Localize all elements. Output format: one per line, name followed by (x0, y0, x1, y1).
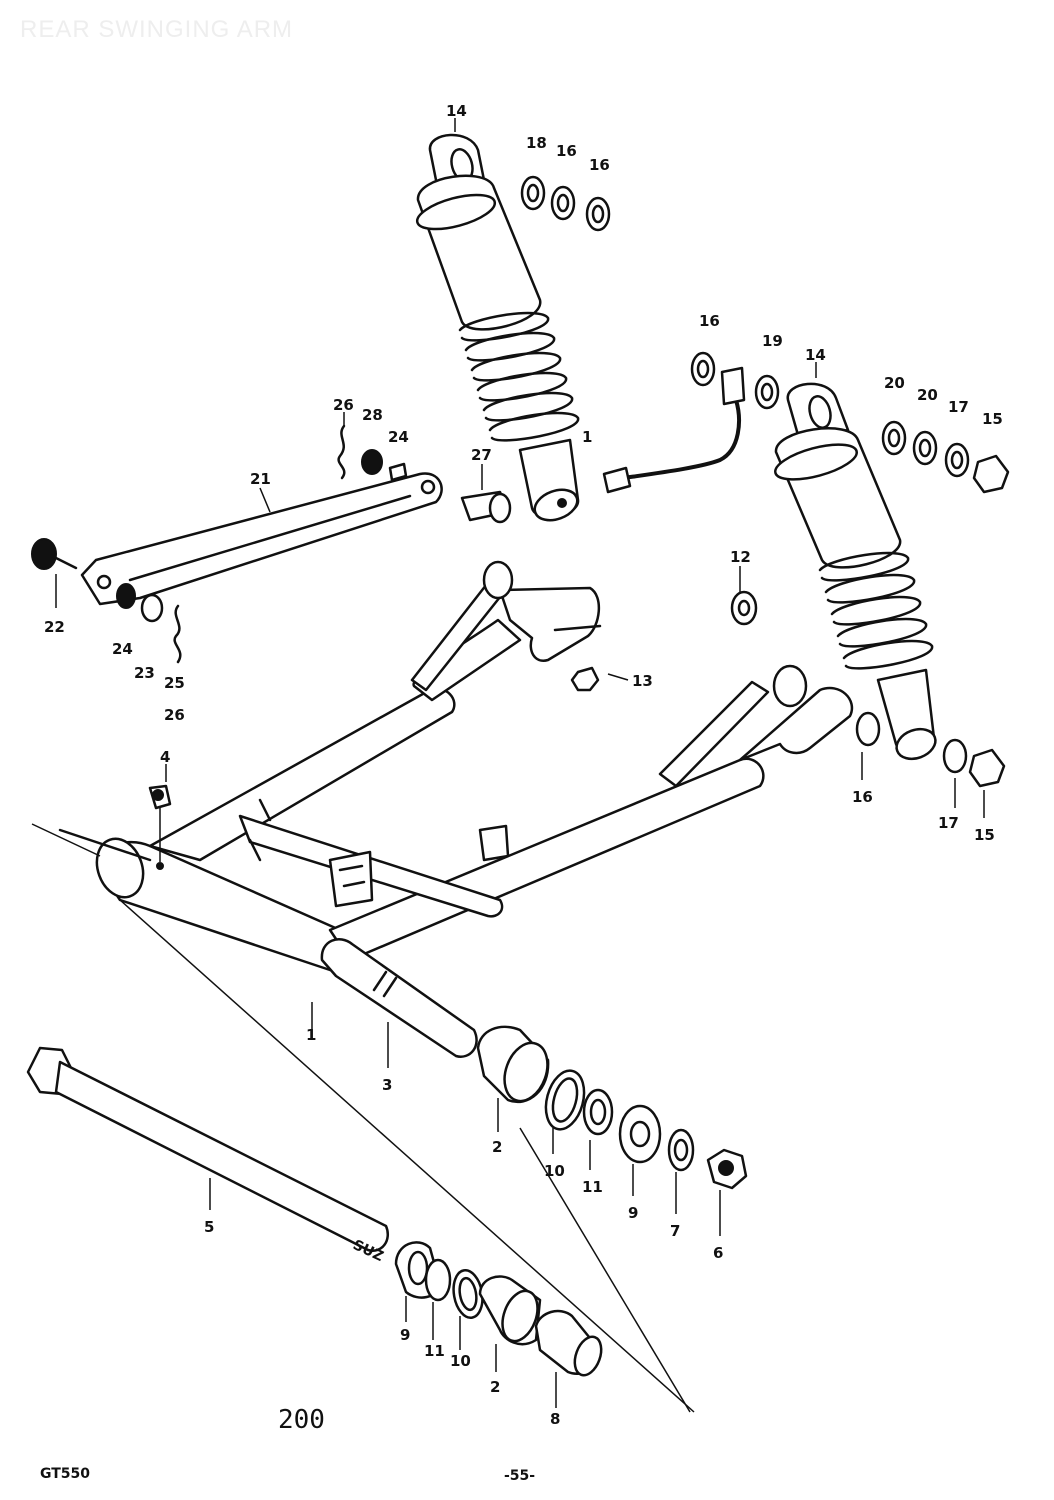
page-title: REAR SWINGING ARM (20, 16, 294, 43)
grease-nipple (148, 784, 172, 810)
callout-label: 18 (526, 134, 547, 152)
callout-label: 14 (805, 346, 826, 364)
left-shock-absorber (415, 133, 580, 522)
callout-label: 23 (134, 664, 155, 682)
callout-label: 27 (471, 446, 492, 464)
callout-label: 4 (160, 748, 170, 766)
callout-label: 16 (852, 788, 873, 806)
callout-label: 5 (204, 1218, 214, 1236)
pivot-shaft: SUZ (26, 1046, 389, 1265)
callout-label: 13 (632, 672, 653, 690)
callout-label: 15 (982, 410, 1003, 428)
callout-label: 8 (550, 1410, 560, 1428)
callout-label: 11 (424, 1342, 445, 1360)
axle-adjuster-parts (570, 590, 1006, 788)
callout-label: 1 (582, 428, 592, 446)
figure-number: 200 (278, 1405, 325, 1435)
callout-label: 16 (589, 156, 610, 174)
callout-label: 16 (699, 312, 720, 330)
model-code: GT550 (40, 1466, 90, 1482)
callout-label: 3 (382, 1076, 392, 1094)
torque-arm (31, 424, 512, 664)
callout-label: 26 (333, 396, 354, 414)
callout-label: 1 (306, 1026, 316, 1044)
callout-label: 20 (884, 374, 905, 392)
callout-label: 6 (713, 1244, 723, 1262)
callout-label: 19 (762, 332, 783, 350)
callout-label: 16 (556, 142, 577, 160)
callout-label: 10 (450, 1352, 471, 1370)
callout-label: 15 (974, 826, 995, 844)
callout-label: 9 (628, 1204, 638, 1222)
callout-label: 22 (44, 618, 65, 636)
callout-label: 17 (948, 398, 969, 416)
callout-label: 25 (164, 674, 185, 692)
callout-label: 10 (544, 1162, 565, 1180)
washer-group-upper-left (520, 175, 611, 232)
callout-label: 14 (446, 102, 467, 120)
callout-label: 11 (582, 1178, 603, 1196)
callout-label: 21 (250, 470, 271, 488)
leader-lines (55, 118, 985, 1408)
callout-label: 12 (730, 548, 751, 566)
callout-label: 17 (938, 814, 959, 832)
callout-label: 28 (362, 406, 383, 424)
page-number: -55- (504, 1468, 535, 1484)
callout-label: 2 (490, 1378, 500, 1396)
right-shock-absorber (774, 382, 937, 761)
swing-arm-frame (58, 560, 853, 972)
callout-label: 7 (670, 1222, 680, 1240)
lower-pivot-bushing-assembly (394, 1241, 603, 1377)
chain-guide-rod (602, 366, 746, 494)
callout-label: 20 (917, 386, 938, 404)
callout-label: 9 (400, 1326, 410, 1344)
callout-label: 2 (492, 1138, 502, 1156)
callout-label: 26 (164, 706, 185, 724)
callout-label: 24 (388, 428, 409, 446)
callout-label: 24 (112, 640, 133, 658)
washer-group-upper-right (690, 351, 1010, 494)
callout-labels: 14 18 16 16 16 19 14 20 20 17 15 26 28 2… (44, 102, 1003, 1428)
assembly-reference-lines (31, 673, 695, 1413)
pivot-bushing-assembly (320, 938, 748, 1190)
